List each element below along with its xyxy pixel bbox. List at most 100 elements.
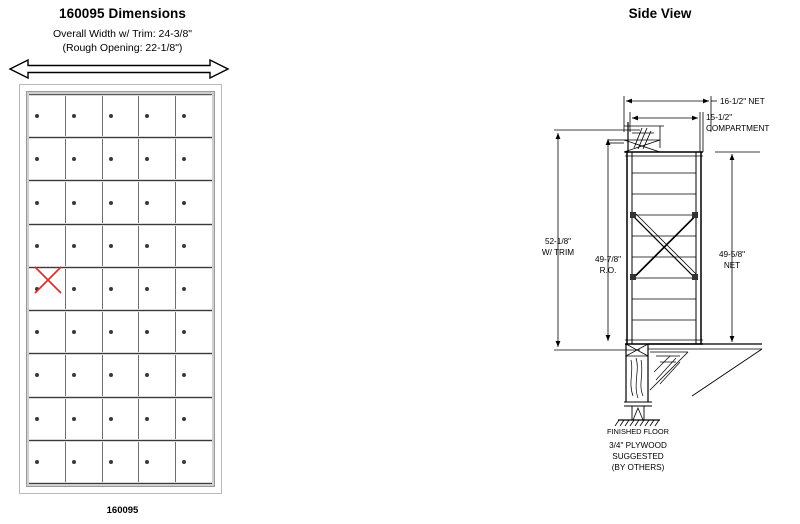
compartment-door[interactable] [176,441,212,482]
lock-icon [71,243,76,248]
compartment-row [29,397,212,441]
compartment-door[interactable] [102,355,140,396]
compartment-door[interactable] [65,355,103,396]
compartment-door[interactable] [29,441,66,482]
compartment-door[interactable] [102,398,140,439]
compartment-door[interactable] [102,225,140,266]
compartment-door[interactable] [102,441,140,482]
compartment-door[interactable] [176,139,212,180]
compartment-door[interactable] [65,182,103,223]
compartment-door[interactable] [65,268,103,310]
compartment-door[interactable] [176,355,212,396]
lock-icon [71,114,76,119]
lock-icon [182,286,187,291]
lock-icon [182,330,187,335]
lock-icon [145,243,150,248]
lock-icon [71,330,76,335]
compartment-door[interactable] [139,398,177,439]
lock-icon [182,373,187,378]
lock-icon [182,243,187,248]
side-view-drawing: 16-1/2" NET 15-1/2" COMPARTMENT 52-1/8" … [542,96,769,472]
lock-icon [71,416,76,421]
compartment-door[interactable] [65,441,103,482]
lock-icon [182,459,187,464]
lock-icon [35,200,39,205]
compartment-door[interactable] [102,268,140,310]
lock-icon [35,286,39,291]
front-view-subtitle: Overall Width w/ Trim: 24-3/8" (Rough Op… [0,27,245,55]
finished-floor-label: FINISHED FLOOR [607,427,669,436]
mailbox-cabinet-inner-frame [26,91,215,487]
compartment-door[interactable] [65,312,103,353]
mailbox-cabinet-frame [19,84,222,494]
lock-icon [71,200,76,205]
lock-icon [35,243,39,248]
compartment-door[interactable] [139,225,177,266]
compartment-door[interactable] [102,182,140,223]
compartment-row [29,266,212,312]
lock-icon [71,286,76,291]
compartment-door[interactable] [29,96,66,137]
lock-icon [108,114,113,119]
compartment-door[interactable] [139,182,177,223]
compartment-door[interactable] [29,312,66,353]
depth-compartment-label-line2: COMPARTMENT [706,124,769,133]
plywood-note-line1: 3/4" PLYWOOD [609,441,667,450]
height-trim-label-line2: W/ TRIM [542,248,574,257]
lock-icon [108,373,113,378]
compartment-door[interactable] [139,268,177,310]
depth-compartment-label-line1: 15-1/2" [706,113,732,122]
compartment-door[interactable] [102,96,140,137]
compartment-door[interactable] [65,398,103,439]
compartment-door[interactable] [65,96,103,137]
lock-icon [35,114,39,119]
compartment-row [29,354,212,398]
compartment-door[interactable] [102,139,140,180]
compartment-door[interactable] [139,96,177,137]
lock-icon [108,243,113,248]
compartment-door[interactable] [29,182,66,223]
lock-icon [145,157,150,162]
compartment-door[interactable] [29,139,66,180]
height-ro-label-line1: 49-7/8" [595,255,621,264]
lock-icon [108,157,113,162]
compartment-row [29,181,212,225]
compartment-door[interactable] [139,312,177,353]
compartment-door[interactable] [176,182,212,223]
compartment-door[interactable] [139,139,177,180]
lock-icon [182,114,187,119]
compartment-door[interactable] [176,312,212,353]
lock-icon [145,330,150,335]
lock-icon [182,157,187,162]
lock-icon [145,416,150,421]
compartment-door[interactable] [139,355,177,396]
lock-icon [145,286,150,291]
lock-icon [145,200,150,205]
compartment-door[interactable] [139,441,177,482]
compartment-door[interactable] [29,266,66,310]
compartment-grid [29,94,212,484]
compartment-row [29,138,212,182]
compartment-row [29,95,212,139]
compartment-door[interactable] [176,268,212,310]
plywood-note-line2: SUGGESTED [612,452,663,461]
height-net-label-line1: 49-5/8" [719,250,745,259]
compartment-door[interactable] [29,355,66,396]
compartment-door[interactable] [102,312,140,353]
compartment-door[interactable] [65,225,103,266]
compartment-door[interactable] [176,398,212,439]
lock-icon [35,459,39,464]
compartment-door[interactable] [176,96,212,137]
side-view-panel: Side View [520,0,800,524]
lock-icon [35,330,39,335]
height-net-label-line2: NET [724,261,740,270]
lock-icon [35,157,39,162]
overall-width-text: Overall Width w/ Trim: 24-3/8" [52,28,193,40]
red-x-marker-icon [34,266,62,294]
compartment-door[interactable] [29,398,66,439]
compartment-door[interactable] [29,225,66,266]
compartment-door[interactable] [176,225,212,266]
lock-icon [108,330,113,335]
compartment-door[interactable] [65,139,103,180]
compartment-row [29,440,212,484]
